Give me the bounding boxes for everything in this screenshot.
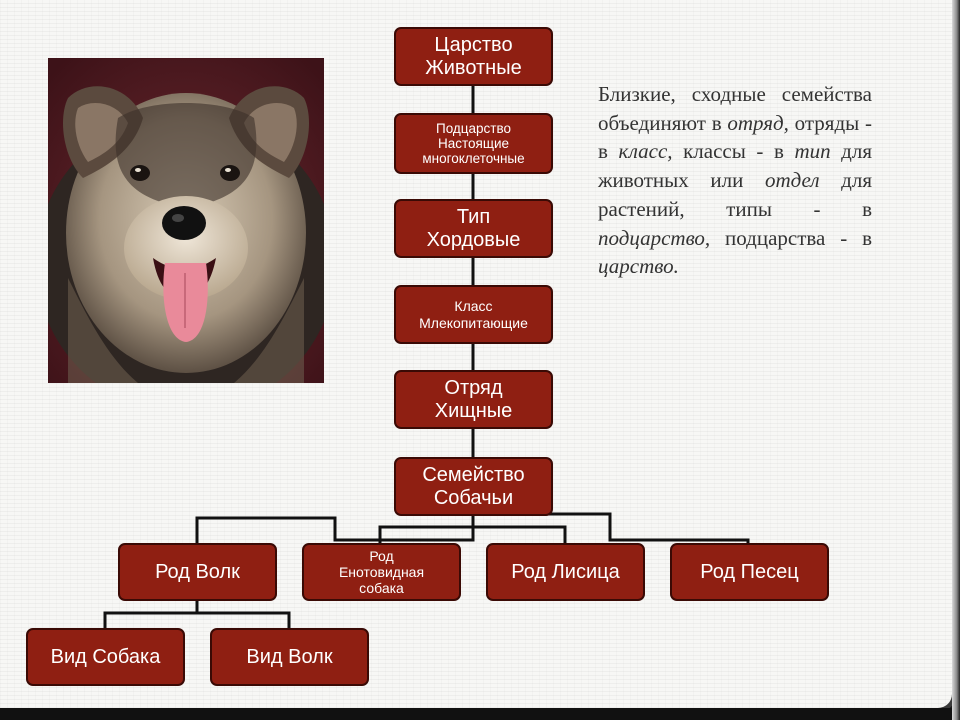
node-species-dog-label: Вид Собака [50, 645, 161, 668]
description-part: классы - в [672, 139, 795, 164]
description-term-subkingdom: подцарство, [598, 225, 711, 250]
node-order: Отряд Хищные [394, 370, 553, 429]
node-kingdom-label: Царство Животные [425, 33, 522, 79]
description-part: для животных или [598, 139, 873, 193]
node-genus-raccoon-dog: Род Енотовидная собака [302, 543, 461, 601]
description-text: Близкие, сходные семейства объединяют в … [598, 80, 872, 281]
node-subkingdom-label: Подцарство Настоящие многоклеточные [422, 120, 525, 167]
description-term-kingdom: царство. [598, 254, 679, 279]
node-order-label: Отряд Хищные [434, 376, 513, 422]
node-genus-arctic-fox: Род Песец [670, 543, 829, 601]
description-part: подцарства - в [710, 225, 872, 250]
node-genus-fox-label: Род Лисица [511, 560, 620, 583]
description-term-division: отдел [765, 168, 820, 193]
description-part: отряды - в [598, 110, 872, 164]
connector-lines [103, 84, 750, 630]
dog-photo [48, 58, 324, 383]
node-phylum: Тип Хордовые [394, 199, 553, 258]
description-term-phylum: тип [794, 139, 831, 164]
node-species-dog: Вид Собака [26, 628, 185, 686]
node-family-label: Семейство Собачьи [422, 463, 525, 509]
node-family: Семейство Собачьи [394, 457, 553, 516]
slide: Царство Животные Подцарство Настоящие мн… [0, 0, 952, 708]
description-part: Близкие, сходные семейства объединяют в [598, 82, 872, 135]
node-class-label: Класс Млекопитающие [419, 298, 528, 331]
node-genus-fox: Род Лисица [486, 543, 645, 601]
node-class: Класс Млекопитающие [394, 285, 553, 344]
node-phylum-label: Тип Хордовые [426, 205, 521, 251]
node-kingdom: Царство Животные [394, 27, 553, 86]
slide-bottom-edge [0, 708, 960, 720]
node-genus-wolf: Род Волк [118, 543, 277, 601]
node-genus-wolf-label: Род Волк [155, 560, 240, 583]
slide-right-edge [952, 0, 960, 720]
node-genus-raccoon-dog-label: Род Енотовидная собака [338, 547, 425, 597]
node-species-wolf-label: Вид Волк [246, 645, 333, 668]
node-genus-arctic-fox-label: Род Песец [700, 560, 799, 583]
description-part: для растений, типы - в [598, 168, 872, 221]
node-subkingdom: Подцарство Настоящие многоклеточные [394, 113, 553, 174]
description-term-class: класс, [618, 139, 673, 164]
node-species-wolf: Вид Волк [210, 628, 369, 686]
description-term-order: отряд, [727, 110, 789, 135]
